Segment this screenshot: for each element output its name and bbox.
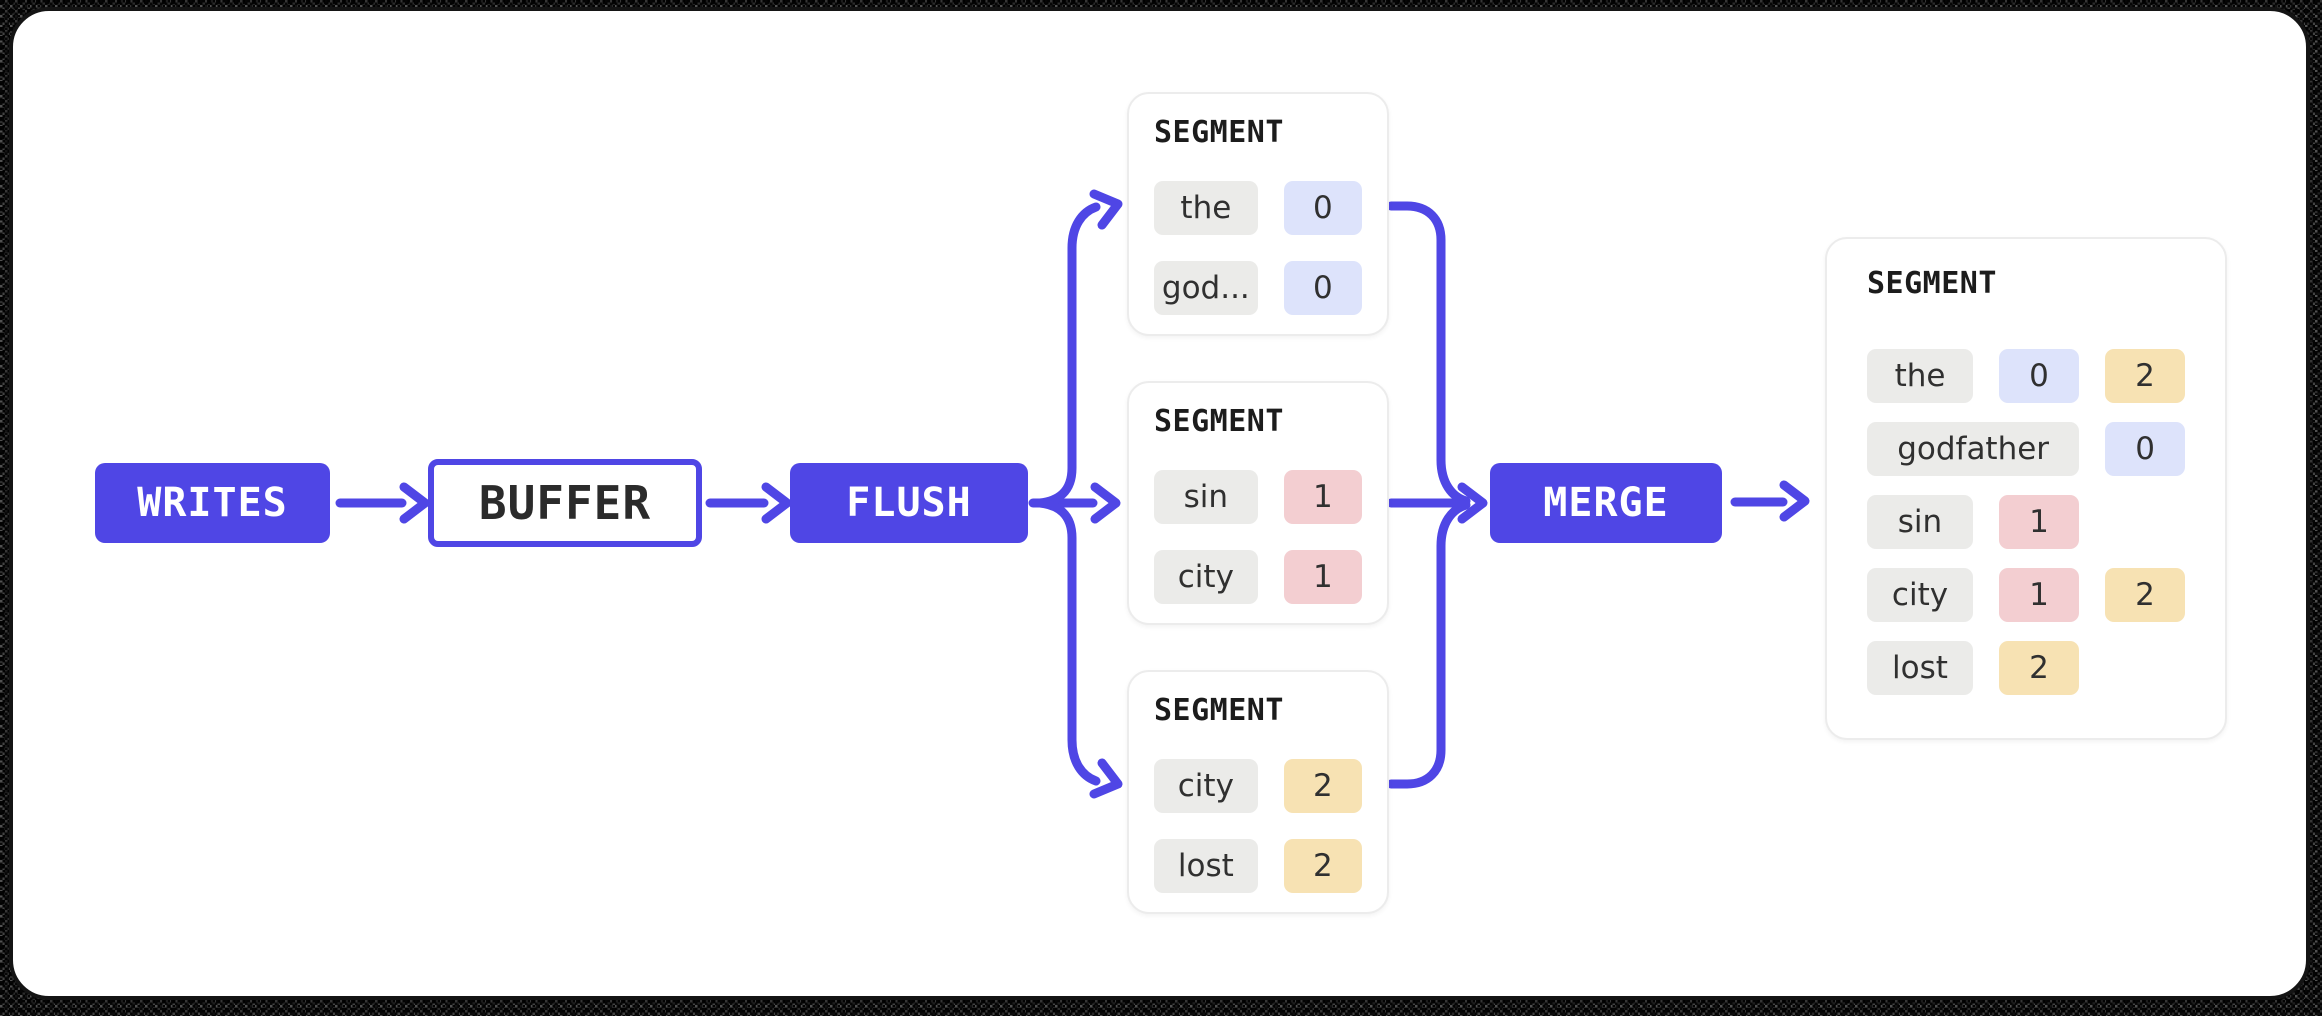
- doc-id-badge: 2: [1283, 759, 1362, 813]
- segment-title: SEGMENT: [1867, 266, 1997, 301]
- term-chip: godfather: [1867, 422, 2080, 476]
- doc-id-badge: 0: [1283, 261, 1362, 315]
- posting-row: sin 1: [1867, 495, 2185, 549]
- merge-node: MERGE: [1490, 463, 1722, 543]
- segment-title: SEGMENT: [1154, 115, 1284, 150]
- posting-row: city 2: [1154, 759, 1362, 813]
- term-chip: city: [1154, 550, 1258, 604]
- doc-id-badge: 0: [1999, 349, 2079, 403]
- segment-card-2: SEGMENT sin 1 city 1: [1127, 381, 1389, 625]
- term-chip: sin: [1154, 470, 1258, 524]
- posting-row: lost 2: [1867, 641, 2185, 695]
- segment-title: SEGMENT: [1154, 404, 1284, 439]
- segment-title: SEGMENT: [1154, 693, 1284, 728]
- posting-row: godfather 0: [1867, 422, 2185, 476]
- posting-row: sin 1: [1154, 470, 1362, 524]
- posting-row: city 1 2: [1867, 568, 2185, 622]
- term-chip: lost: [1154, 839, 1258, 893]
- doc-id-badge: 2: [2105, 349, 2185, 403]
- term-chip: city: [1154, 759, 1258, 813]
- doc-id-badge: 2: [2105, 568, 2185, 622]
- doc-id-badge: 0: [1283, 181, 1362, 235]
- merged-segment-card: SEGMENT the 0 2 godfather 0 sin 1 city 1…: [1825, 237, 2227, 740]
- segment-card-3: SEGMENT city 2 lost 2: [1127, 670, 1389, 914]
- segment-card-1: SEGMENT the 0 god... 0: [1127, 92, 1389, 336]
- doc-id-badge: 2: [1999, 641, 2079, 695]
- flush-node: FLUSH: [790, 463, 1028, 543]
- term-chip: sin: [1867, 495, 1973, 549]
- term-chip: the: [1867, 349, 1973, 403]
- buffer-node: BUFFER: [428, 459, 702, 547]
- doc-id-badge: 1: [1999, 495, 2079, 549]
- posting-row: the 0: [1154, 181, 1362, 235]
- posting-row: lost 2: [1154, 839, 1362, 893]
- posting-row: god... 0: [1154, 261, 1362, 315]
- doc-id-badge: 1: [1999, 568, 2079, 622]
- term-chip: god...: [1154, 261, 1258, 315]
- writes-node: WRITES: [95, 463, 330, 543]
- term-chip: the: [1154, 181, 1258, 235]
- term-chip: city: [1867, 568, 1973, 622]
- doc-id-badge: 1: [1283, 470, 1362, 524]
- doc-id-badge: 1: [1283, 550, 1362, 604]
- doc-id-badge: 0: [2105, 422, 2185, 476]
- doc-id-badge: 2: [1283, 839, 1362, 893]
- term-chip: lost: [1867, 641, 1973, 695]
- posting-row: city 1: [1154, 550, 1362, 604]
- posting-row: the 0 2: [1867, 349, 2185, 403]
